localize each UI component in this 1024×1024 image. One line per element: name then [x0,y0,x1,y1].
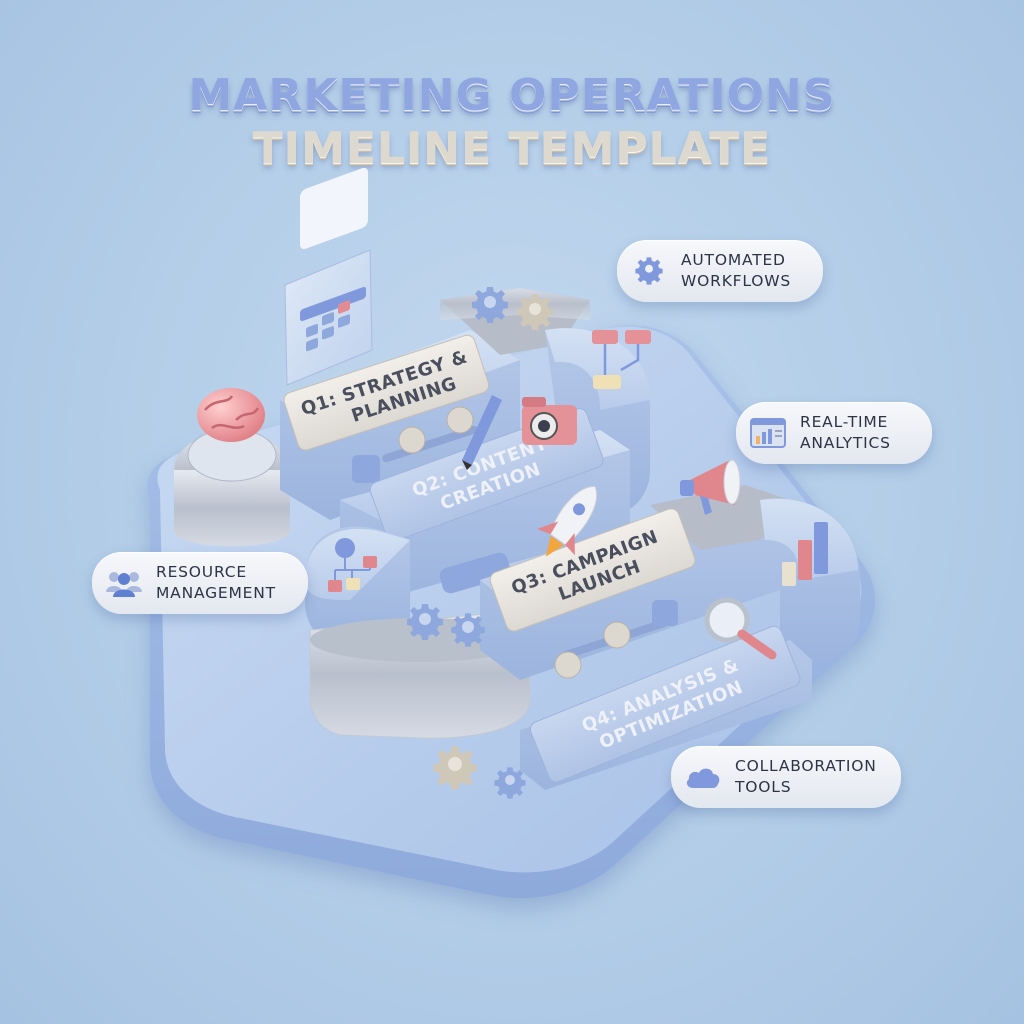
callout-resource-management-label: RESOURCE MANAGEMENT [156,563,276,602]
rocket-icon [537,485,597,557]
brain-icon [197,388,265,442]
page-title: MARKETING OPERATIONS [188,70,836,121]
analytics-window-icon [748,413,788,453]
gear-icon [433,746,526,799]
flowchart-icon [592,330,651,389]
callout-automated-workflows: AUTOMATED WORKFLOWS [617,240,823,302]
page-subtitle: TIMELINE TEMPLATE [252,123,772,174]
callout-real-time-analytics-label: REAL-TIME ANALYTICS [800,413,891,452]
calendar-icon [284,167,373,386]
bar-chart-icon [782,522,828,586]
magnifier-icon [704,597,777,660]
callout-collaboration-tools: COLLABORATION TOOLS [671,746,901,808]
callout-automated-workflows-label: AUTOMATED WORKFLOWS [681,251,792,290]
title-block: MARKETING OPERATIONS TIMELINE TEMPLATE [0,70,1024,174]
megaphone-icon [680,459,741,515]
gear-icon [629,251,669,291]
pen-icon [462,395,502,470]
org-chart-icon [328,538,377,592]
gear-icon [472,287,553,330]
callout-collaboration-tools-label: COLLABORATION TOOLS [735,757,877,796]
cloud-icon [683,757,723,797]
gear-icon [407,604,485,647]
team-icon [104,563,144,603]
callout-resource-management: RESOURCE MANAGEMENT [92,552,308,614]
camera-icon [522,397,577,445]
callout-real-time-analytics: REAL-TIME ANALYTICS [736,402,932,464]
